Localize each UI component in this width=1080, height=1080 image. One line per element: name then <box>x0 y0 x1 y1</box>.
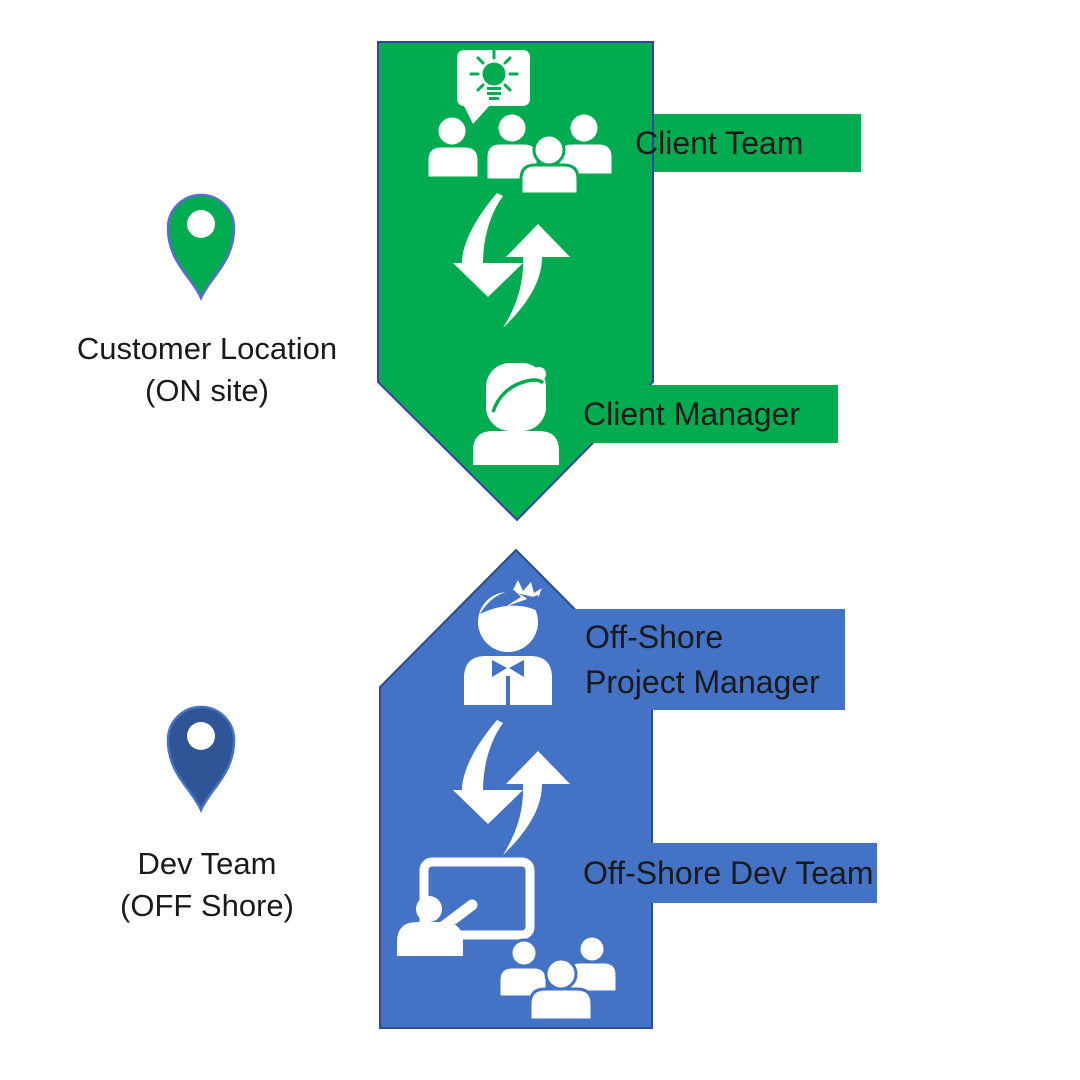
onsite-location-line2: (ON site) <box>145 373 269 408</box>
offshore-dev-team-icon <box>497 934 619 1022</box>
offshore-dev-text: Off-Shore Dev Team <box>583 854 874 891</box>
offshore-pm-label: Off-Shore Project Manager <box>585 609 820 710</box>
offshore-dev-label: Off-Shore Dev Team <box>583 843 874 903</box>
client-team-label: Client Team <box>635 114 803 172</box>
offshore-dev-bar <box>560 843 877 903</box>
offshore-location-label: Dev Team (OFF Shore) <box>27 843 387 927</box>
onsite-location-pin-icon <box>166 193 236 300</box>
offshore-pm-icon <box>464 580 552 705</box>
offshore-pm-bar <box>560 609 845 710</box>
client-team-bar <box>653 114 861 172</box>
client-manager-label: Client Manager <box>583 385 800 443</box>
offshore-location-pin-icon <box>166 705 236 812</box>
offshore-pm-text-line1: Off-Shore <box>585 618 724 655</box>
onsite-location-label: Customer Location (ON site) <box>27 328 387 412</box>
offshore-location-line1: Dev Team <box>137 846 277 881</box>
offshore-location-line2: (OFF Shore) <box>120 888 294 923</box>
client-team-text: Client Team <box>635 124 804 161</box>
offshore-pm-text-line2: Project Manager <box>585 663 820 700</box>
client-manager-bar <box>560 385 838 443</box>
idea-speech-bubble-icon <box>457 49 530 124</box>
client-manager-text: Client Manager <box>583 395 800 432</box>
onsite-location-line1: Customer Location <box>76 331 338 366</box>
client-team-icon <box>425 111 615 196</box>
client-manager-icon <box>473 363 559 465</box>
